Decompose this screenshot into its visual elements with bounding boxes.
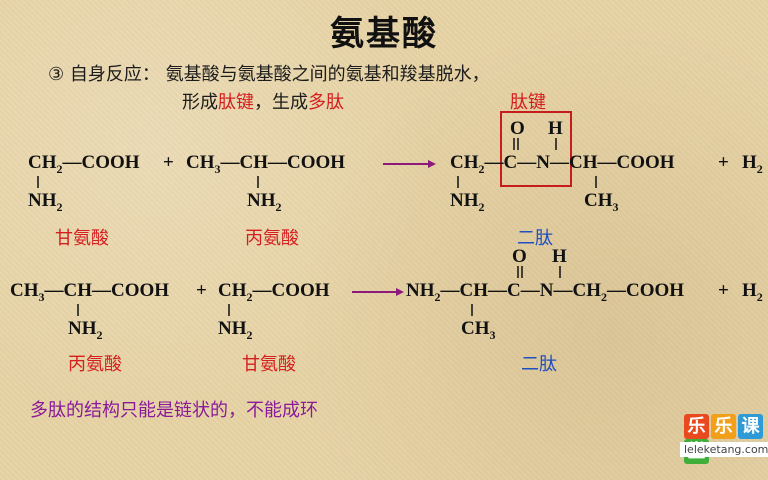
plus-sign-4: +: [718, 280, 729, 301]
page-title: 氨基酸: [330, 14, 438, 54]
alanine-2-main: CH3—CH—COOH: [10, 280, 170, 304]
circle-three-marker: ③: [48, 64, 65, 85]
intro-text-2b: ，生成: [254, 92, 308, 113]
reaction-arrow-2-head: [396, 288, 404, 296]
plus-sign-1: +: [163, 152, 174, 173]
intro-line-2: 形成肽键，生成多肽: [182, 88, 344, 114]
dipeptide-2-hydrogen: H: [552, 246, 567, 267]
logo-char-2: 乐: [711, 414, 736, 439]
plus-sign-3: +: [196, 280, 207, 301]
peptide-bond-word: 肽键: [218, 92, 254, 113]
chain-structure-note: 多肽的结构只能是链状的，不能成环: [30, 400, 318, 421]
intro-text-1: 氨基酸与氨基酸之间的氨基和羧基脱水，: [165, 64, 490, 85]
glycine-1-amine: NH2: [28, 190, 63, 214]
alanine-label-1: 丙氨酸: [245, 228, 299, 249]
glycine-label-1: 甘氨酸: [55, 228, 109, 249]
dipeptide-2-oxygen: O: [512, 246, 527, 267]
dipeptide-2-main: NH2—CH—C—N—CH2—COOH: [406, 280, 685, 304]
dipeptide-1-hydrogen: H: [548, 118, 563, 139]
logo-char-1: 乐: [684, 414, 709, 439]
reaction-arrow-1-head: [428, 160, 436, 168]
glycine-2-amine: NH2: [218, 318, 253, 342]
plus-sign-2: +: [718, 152, 729, 173]
peptide-bond-label: 肽键: [510, 92, 546, 113]
dipeptide-1-amine: NH2: [450, 190, 485, 214]
intro-text-2a: 形成: [182, 92, 218, 113]
glycine-1-main: CH2—COOH: [28, 152, 140, 176]
polypeptide-word: 多肽: [308, 92, 344, 113]
dipeptide-label-1: 二肽: [517, 228, 553, 249]
dipeptide-1-main: CH2—C—N—CH—COOH: [450, 152, 675, 176]
logo-url: leleketang.com: [680, 442, 768, 457]
leleketang-logo: 乐乐课堂 leleketang.com: [680, 410, 768, 464]
alanine-label-2: 丙氨酸: [68, 354, 122, 375]
water-product-1: H2: [742, 152, 763, 176]
logo-char-3: 课: [738, 414, 763, 439]
dipeptide-1-methyl: CH3: [584, 190, 619, 214]
dipeptide-2-methyl: CH3: [461, 318, 496, 342]
intro-line-1: ③ 自身反应： 氨基酸与氨基酸之间的氨基和羧基脱水，: [48, 60, 490, 86]
alanine-2-amine: NH2: [68, 318, 103, 342]
dipeptide-label-2: 二肽: [521, 354, 557, 375]
intro-label: 自身反应：: [69, 64, 160, 85]
alanine-1-main: CH3—CH—COOH: [186, 152, 346, 176]
water-product-2: H2: [742, 280, 763, 304]
glycine-2-main: CH2—COOH: [218, 280, 330, 304]
peptide-bond-highlight-box: [500, 111, 572, 187]
dipeptide-1-oxygen: O: [510, 118, 525, 139]
glycine-label-2: 甘氨酸: [242, 354, 296, 375]
alanine-1-amine: NH2: [247, 190, 282, 214]
